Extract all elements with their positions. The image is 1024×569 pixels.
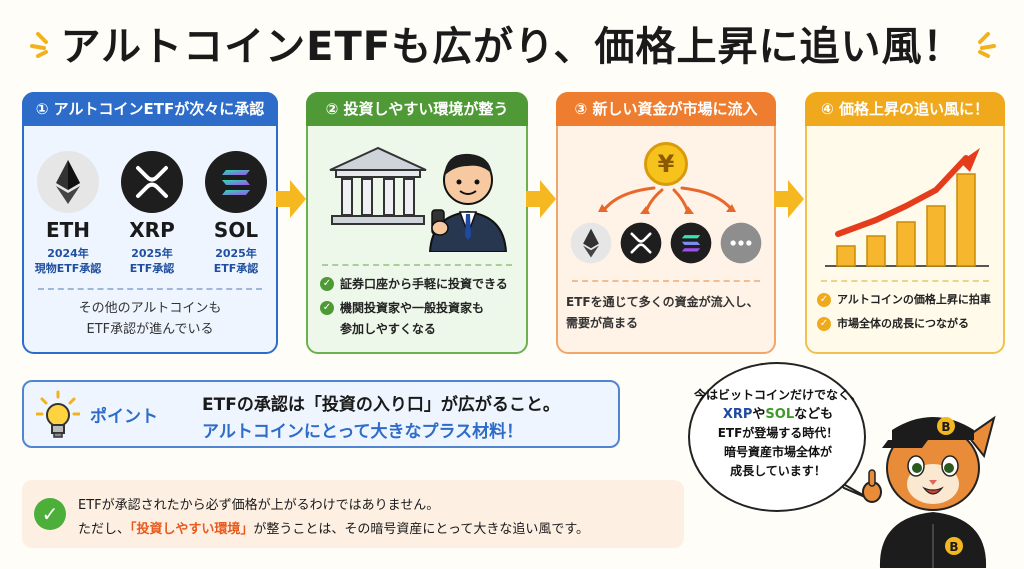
divider xyxy=(572,280,760,282)
trend-arrow-line xyxy=(835,155,969,237)
panel-note-line1: ETFを通じて多くの資金が流入し、 xyxy=(566,295,759,309)
caution-emphasis: 「投資しやすい環境」 xyxy=(130,522,254,537)
point-line1: ETFの承認は「投資の入り口」が広がること。 xyxy=(202,390,560,415)
coin-status-sol: ETF承認 xyxy=(213,262,259,275)
panel-note-line1: その他のアルトコインも xyxy=(78,301,222,316)
speech-line: ETFが登場する時代！ xyxy=(717,426,839,440)
speech-sol: SOL xyxy=(765,407,795,422)
speech-text: なども xyxy=(794,407,834,422)
coin-year-xrp: 2025年 xyxy=(131,247,173,260)
page-title: アルトコインETFも広がり、価格上昇に追い風！ xyxy=(60,24,964,70)
panel-header: ③ 新しい資金が市場に流入 xyxy=(556,92,776,126)
point-emphasis: 「投資の入り口」 xyxy=(304,395,441,415)
xrp-icon xyxy=(620,222,662,264)
point-text: ETFの承認は xyxy=(202,395,305,415)
panel-price-tailwind: ④ 価格上昇の追い風に！ ✓ アルトコインの価格上昇に拍車 ✓ 市場全体の成長に… xyxy=(805,92,1005,354)
arrow-right-icon xyxy=(774,180,804,218)
ethereum-icon xyxy=(37,151,99,213)
divider xyxy=(38,288,262,290)
point-box: ポイント ETFの承認は「投資の入り口」が広がること。 アルトコインにとって大き… xyxy=(22,380,620,448)
bank-building-icon xyxy=(329,146,427,225)
speech-line: 今はビットコインだけでなく、 xyxy=(693,388,862,402)
yen-coin-icon: ¥ xyxy=(644,142,688,186)
svg-text:B: B xyxy=(949,540,958,554)
point-line2: アルトコインにとって大きなプラス材料！ xyxy=(202,422,524,442)
caution-line1: ETFが承認されたから必ず価格が上がるわけではありません。 xyxy=(78,498,440,513)
growth-bar-chart xyxy=(825,148,989,267)
divider xyxy=(322,264,512,266)
coin-label-eth: ETH xyxy=(45,218,91,242)
panel-header: ① アルトコインETFが次々に承認 xyxy=(22,92,278,126)
cat-mascot-icon: B B xyxy=(862,415,996,568)
coin-label-xrp: XRP xyxy=(129,218,175,242)
svg-text:B: B xyxy=(941,420,950,434)
growth-bar xyxy=(836,245,856,267)
coin-label-sol: SOL xyxy=(213,218,259,242)
divider xyxy=(821,280,989,282)
flow-arrows-icon xyxy=(598,186,736,214)
check-text-2: 機関投資家や一般投資家も xyxy=(340,301,485,315)
panel-header: ② 投資しやすい環境が整う xyxy=(306,92,528,126)
arrow-right-icon xyxy=(276,180,306,218)
growth-bar xyxy=(896,221,916,267)
coin-year-eth: 2024年 xyxy=(47,247,89,260)
panel-investment-environment: ② 投資しやすい環境が整う ✓ 証券口座から手軽に投資できる ✓ 機関投資家や一… xyxy=(306,92,528,354)
panel-capital-inflow: ③ 新しい資金が市場に流入 ¥ ETFを通じて多くの資金が流入し、 需要が高まる xyxy=(556,92,776,354)
panel-note-line2: 需要が高まる xyxy=(566,316,639,330)
arrow-right-icon xyxy=(526,180,556,218)
check-icon: ✓ xyxy=(817,317,831,331)
solana-icon xyxy=(205,151,267,213)
xrp-icon xyxy=(121,151,183,213)
check-icon: ✓ xyxy=(817,293,831,307)
speech-xrp: XRP xyxy=(722,407,753,422)
growth-bar xyxy=(956,173,976,267)
check-text-1: 証券口座から手軽に投資できる xyxy=(340,277,508,291)
speech-line: XRPやSOLなども xyxy=(690,405,866,424)
point-label: ポイント xyxy=(90,407,158,427)
panel-note-line2: ETF承認が進んでいる xyxy=(86,322,214,337)
more-coins-icon xyxy=(720,222,762,264)
coin-status-eth: 現物ETF承認 xyxy=(34,262,102,275)
solana-icon xyxy=(670,222,712,264)
coin-year-sol: 2025年 xyxy=(215,247,257,260)
check-text-3: 参加しやすくなる xyxy=(340,322,436,336)
caution-text: が整うことは、その暗号資産にとって大きな追い風です。 xyxy=(253,522,590,537)
speech-text: 今はビットコインだけでなく、 XRPやSOLなども ETFが登場する時代！ 暗号… xyxy=(690,386,866,481)
point-text: が広がること。 xyxy=(440,395,560,415)
checkmark-circle-icon: ✓ xyxy=(34,498,66,530)
caution-text: ただし、 xyxy=(78,522,131,537)
speech-bubble xyxy=(688,362,866,512)
check-text-1: アルトコインの価格上昇に拍車 xyxy=(837,293,991,306)
panel-header: ④ 価格上昇の追い風に！ xyxy=(805,92,1005,126)
spark-left-icon xyxy=(30,32,48,58)
lightbulb-icon xyxy=(36,390,80,438)
trend-arrow-head xyxy=(960,148,980,172)
coin-status-xrp: ETF承認 xyxy=(129,262,175,275)
check-text-2: 市場全体の成長につながる xyxy=(837,317,969,330)
growth-bar xyxy=(926,205,946,267)
spark-right-icon xyxy=(978,32,996,58)
growth-bar xyxy=(866,235,886,267)
check-icon: ✓ xyxy=(320,277,334,291)
speech-line: 成長しています！ xyxy=(730,464,826,478)
panel-etf-approval: ① アルトコインETFが次々に承認 ETH XRP SOL 2024年 現物ET… xyxy=(22,92,278,354)
caution-line2: ただし、「投資しやすい環境」が整うことは、その暗号資産にとって大きな追い風です。 xyxy=(78,518,589,537)
ethereum-icon xyxy=(570,222,612,264)
caution-box: ✓ ETFが承認されたから必ず価格が上がるわけではありません。 ただし、「投資し… xyxy=(22,480,684,548)
speech-line: 暗号資産市場全体が xyxy=(723,445,832,459)
speech-text: や xyxy=(752,407,766,422)
check-icon: ✓ xyxy=(320,301,334,315)
businessman-with-phone-icon xyxy=(428,153,508,252)
